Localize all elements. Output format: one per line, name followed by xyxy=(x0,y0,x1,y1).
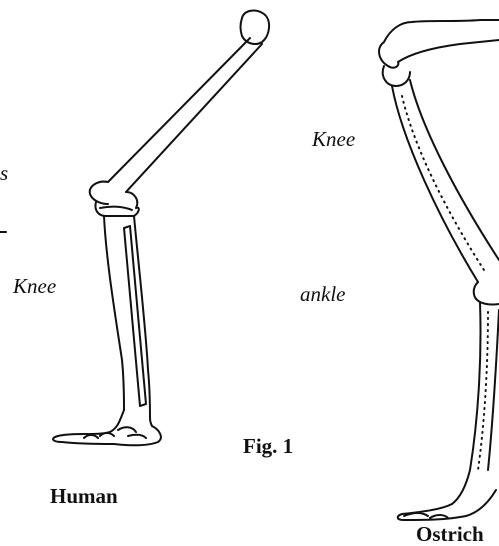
ostrich-caption: Ostrich xyxy=(416,524,484,545)
figure-number-label: Fig. 1 xyxy=(243,436,293,457)
ostrich-tarsometatarsus xyxy=(452,302,499,504)
human-femur xyxy=(108,38,262,192)
human-fibula xyxy=(124,226,146,406)
ostrich-tibiotarsus xyxy=(392,80,499,282)
human-tibia xyxy=(104,216,150,418)
human-knee-label: Knee xyxy=(13,276,56,297)
human-foot xyxy=(53,410,161,445)
ostrich-leg xyxy=(379,20,499,520)
ostrich-ankle-label: ankle xyxy=(300,284,345,305)
human-leg xyxy=(53,11,269,446)
ostrich-ankle-joint xyxy=(474,282,499,305)
ostrich-femur xyxy=(379,20,499,68)
ostrich-knee-label: Knee xyxy=(312,129,355,150)
edge-fragment-text: s xyxy=(0,163,8,184)
human-caption: Human xyxy=(50,486,118,507)
human-femur-head xyxy=(241,11,270,44)
ostrich-bone-texture xyxy=(402,96,484,270)
ostrich-foot xyxy=(398,490,496,520)
ostrich-knee-joint xyxy=(383,66,410,86)
